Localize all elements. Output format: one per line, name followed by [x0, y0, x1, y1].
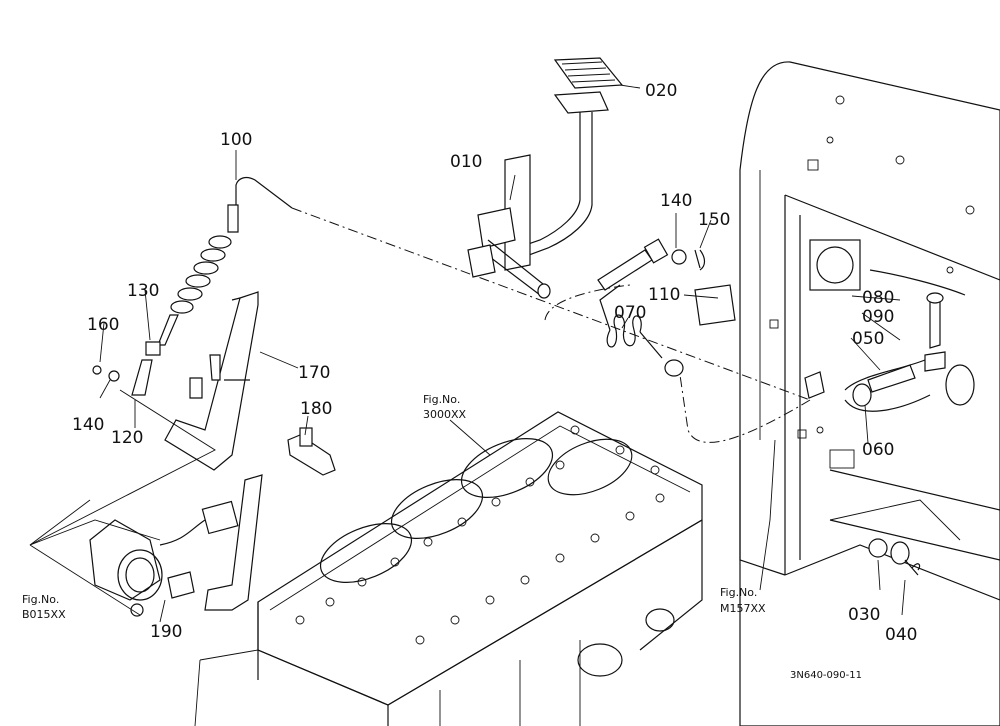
bracket-170: [164, 291, 263, 611]
label-p100: 100: [220, 130, 252, 150]
label-p080: 080: [862, 288, 894, 308]
label-p190: 190: [150, 622, 182, 642]
fig-ref-starter-number: B015XX: [22, 608, 66, 621]
fig-ref-engine-title: Fig.No.: [423, 393, 460, 406]
pedal-assembly: [467, 57, 624, 299]
label-p110: 110: [648, 285, 680, 305]
figure-ref-lines: [29, 389, 961, 616]
starter-solenoid: [89, 500, 239, 617]
label-p180: 180: [300, 399, 332, 419]
fig-ref-frame-number: M157XX: [720, 602, 766, 615]
label-p090: 090: [862, 307, 894, 327]
part-labels: 100 010 020 140 150 110 070 080 090 050 …: [72, 81, 917, 645]
label-p040: 040: [885, 625, 917, 645]
fig-ref-frame-title: Fig.No.: [720, 586, 757, 599]
label-p030: 030: [848, 605, 880, 625]
fig-ref-starter-title: Fig.No.: [22, 593, 59, 606]
fig-ref-engine-number: 3000XX: [423, 408, 467, 421]
label-p020: 020: [645, 81, 677, 101]
frame-hardware: [804, 292, 946, 576]
label-p140a: 140: [72, 415, 104, 435]
label-p140b: 140: [660, 191, 692, 211]
link-hardware: [597, 238, 736, 377]
figure-refs: Fig.No. 3000XX Fig.No. B015XX Fig.No. M1…: [22, 393, 766, 621]
throttle-cable: [157, 176, 811, 443]
label-p150: 150: [698, 210, 730, 230]
label-p070: 070: [614, 303, 646, 323]
label-p120: 120: [111, 428, 143, 448]
drawing-code: 3N640-090-11: [790, 670, 862, 681]
clamp-180: [287, 427, 336, 476]
label-p060: 060: [862, 440, 894, 460]
label-p010: 010: [450, 152, 482, 172]
lever-120: [92, 341, 161, 396]
label-p050: 050: [852, 329, 884, 349]
leader-lines: [99, 84, 906, 623]
engine-block: [194, 411, 703, 726]
label-p170: 170: [298, 363, 330, 383]
label-p160: 160: [87, 315, 119, 335]
label-p130: 130: [127, 281, 159, 301]
